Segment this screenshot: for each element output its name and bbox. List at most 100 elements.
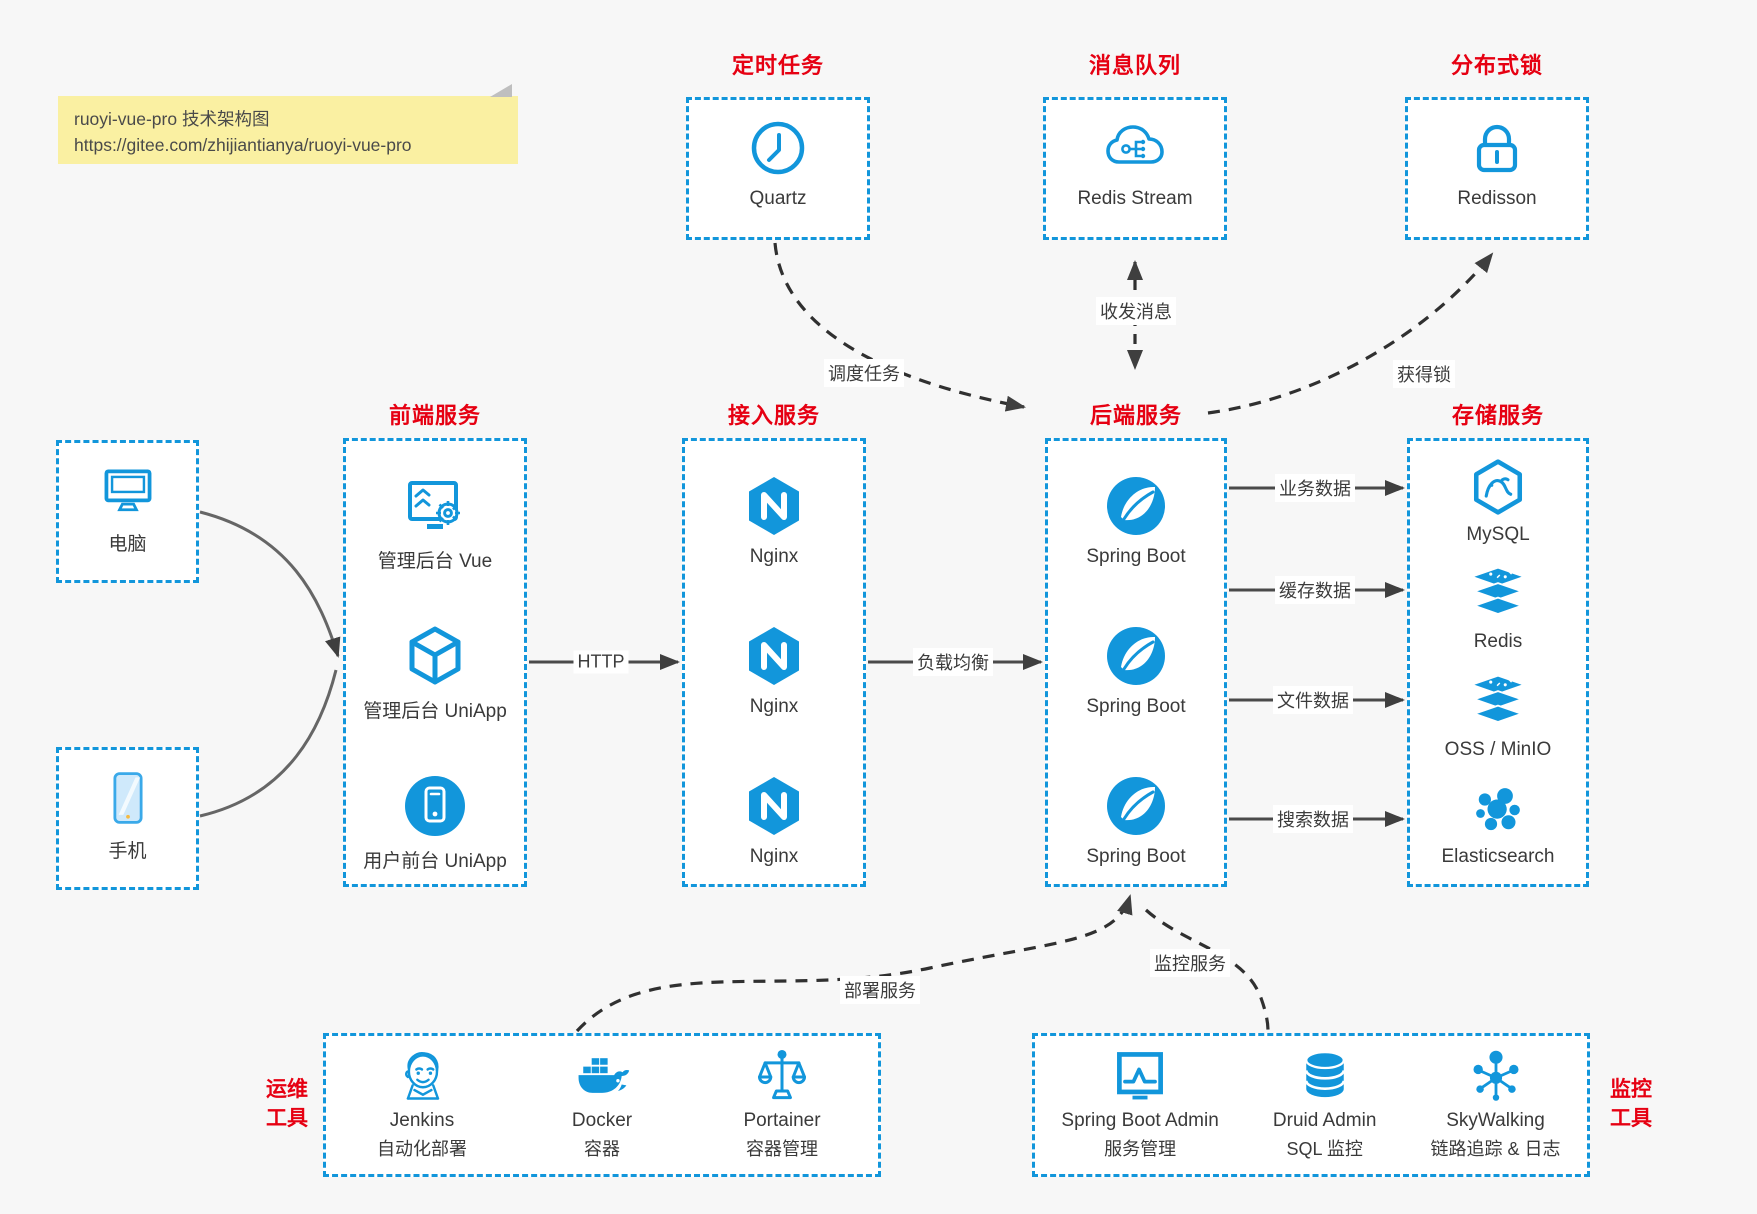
node-skywalking: SkyWalking 链路追踪 & 日志	[1431, 1046, 1561, 1161]
admin-dashboard-icon	[403, 474, 467, 538]
node-druid-admin: Druid Admin SQL 监控	[1260, 1046, 1390, 1161]
scales-icon	[752, 1046, 812, 1106]
elasticsearch-icon	[1470, 782, 1526, 838]
node-admin-vue: 管理后台 Vue	[346, 474, 524, 573]
edge-phone-to-frontend	[199, 669, 338, 818]
mobile-app-circle-icon	[403, 774, 467, 838]
node-user-uniapp: 用户前台 UniApp	[346, 774, 524, 873]
note-url: https://gitee.com/zhijiantianya/ruoyi-vu…	[74, 135, 412, 156]
edge-label-search-data: 搜索数据	[1273, 805, 1353, 833]
note-fold-corner	[490, 84, 512, 97]
edge-label-send-receive-msg: 收发消息	[1096, 297, 1176, 325]
redis-stack-icon	[1469, 565, 1527, 623]
edge-label-business-data: 业务数据	[1275, 474, 1355, 502]
tool-name: Portainer	[743, 1110, 821, 1131]
group-title-distributed-lock: 分布式锁	[1450, 53, 1543, 78]
group-title-scheduled-jobs: 定时任务	[731, 53, 824, 78]
nginx-icon	[742, 624, 806, 688]
ops-tools-title-line1: 运维	[266, 1078, 308, 1101]
node-label: 电脑	[108, 534, 147, 555]
note-title: ruoyi-vue-pro 技术架构图	[74, 109, 270, 129]
node-admin-uniapp: 管理后台 UniApp	[346, 624, 524, 723]
edge-label-file-data: 文件数据	[1273, 686, 1353, 714]
node-label: Elasticsearch	[1441, 846, 1555, 867]
node-label: OSS / MinIO	[1444, 739, 1552, 760]
node-label: 手机	[108, 841, 147, 862]
tool-name: Docker	[571, 1110, 633, 1131]
node-mobile-client: 手机	[56, 747, 199, 890]
node-docker: Docker 容器	[537, 1046, 667, 1161]
group-backend: Spring Boot Spring Boot Spring Boot	[1045, 438, 1227, 887]
node-label: 管理后台 UniApp	[363, 701, 507, 722]
group-title-gateway: 接入服务	[727, 403, 820, 428]
tool-desc: 容器管理	[746, 1139, 818, 1159]
node-label: Spring Boot	[1086, 846, 1186, 867]
nginx-icon	[742, 474, 806, 538]
node-nginx-3: Nginx	[685, 774, 863, 868]
node-spring-boot-3: Spring Boot	[1048, 774, 1224, 868]
node-label: Redis	[1473, 631, 1523, 652]
group-title-monitor-tools: 监控 工具	[1600, 1075, 1662, 1133]
spring-boot-icon	[1104, 624, 1168, 688]
tool-desc: 链路追踪 & 日志	[1430, 1139, 1561, 1159]
monitor-tools-title-line1: 监控	[1610, 1078, 1652, 1101]
tool-desc: 服务管理	[1104, 1139, 1177, 1159]
edge-label-http: HTTP	[573, 650, 629, 674]
edge-label-deploy-service: 部署服务	[840, 976, 920, 1004]
tool-name: Spring Boot Admin	[1061, 1110, 1219, 1131]
edge-label-cache-data: 缓存数据	[1275, 576, 1355, 604]
tool-desc: SQL 监控	[1286, 1139, 1363, 1159]
spring-boot-icon	[1104, 774, 1168, 838]
node-spring-boot-1: Spring Boot	[1048, 474, 1224, 568]
group-title-backend: 后端服务	[1089, 403, 1182, 428]
edge-label-load-balance: 负载均衡	[913, 648, 993, 676]
docker-icon	[572, 1046, 632, 1106]
node-label: 用户前台 UniApp	[363, 851, 507, 872]
node-portainer: Portainer 容器管理	[717, 1046, 847, 1161]
node-redis: Redis	[1410, 565, 1586, 653]
edge-desktop-to-frontend	[199, 510, 341, 658]
tool-desc: 容器	[584, 1139, 620, 1159]
node-label: Quartz	[749, 188, 807, 209]
cloud-stream-icon	[1103, 116, 1167, 180]
node-quartz: Quartz	[686, 97, 870, 240]
tool-name: Jenkins	[389, 1110, 455, 1131]
mysql-icon	[1469, 458, 1527, 516]
edge-label-acquire-lock: 获得锁	[1393, 360, 1455, 388]
node-mysql: MySQL	[1410, 458, 1586, 546]
node-label: Redisson	[1457, 188, 1537, 209]
cube-icon	[403, 624, 467, 688]
smartphone-icon	[98, 768, 158, 828]
node-label: Spring Boot	[1086, 696, 1186, 717]
sticky-note: ruoyi-vue-pro 技术架构图 https://gitee.com/zh…	[58, 84, 518, 164]
monitor-tools-title-line2: 工具	[1610, 1107, 1652, 1130]
node-spring-boot-admin: Spring Boot Admin 服务管理	[1061, 1046, 1219, 1161]
node-label: MySQL	[1466, 524, 1530, 545]
node-redis-stream: Redis Stream	[1043, 97, 1227, 240]
node-oss-minio: OSS / MinIO	[1410, 673, 1586, 761]
edge-acquire-lock	[1207, 252, 1494, 415]
tool-desc: 自动化部署	[377, 1139, 467, 1159]
ops-tools-title-line2: 工具	[266, 1107, 308, 1130]
group-title-ops-tools: 运维 工具	[256, 1075, 318, 1133]
group-gateway: Nginx Nginx Nginx	[682, 438, 866, 887]
tool-name: Druid Admin	[1272, 1110, 1377, 1131]
desktop-icon	[98, 461, 158, 521]
group-ops-tools: Jenkins 自动化部署	[323, 1033, 881, 1177]
group-frontend: 管理后台 Vue 管理后台 UniApp 用户前台 UniApp	[343, 438, 527, 887]
database-icon	[1295, 1046, 1355, 1106]
group-title-storage: 存储服务	[1451, 403, 1544, 428]
node-label: Spring Boot	[1086, 546, 1186, 567]
node-label: Nginx	[749, 546, 799, 567]
lock-icon	[1465, 116, 1529, 180]
nginx-icon	[742, 774, 806, 838]
edge-label-schedule-task: 调度任务	[824, 359, 904, 387]
group-monitor-tools: Spring Boot Admin 服务管理 Druid Admin SQL 监…	[1032, 1033, 1590, 1177]
node-label: Redis Stream	[1077, 188, 1193, 209]
node-jenkins: Jenkins 自动化部署	[357, 1046, 487, 1161]
group-storage: MySQL Redis	[1407, 438, 1589, 887]
edge-label-monitor-service: 监控服务	[1150, 949, 1230, 977]
group-title-frontend: 前端服务	[388, 403, 481, 428]
node-nginx-1: Nginx	[685, 474, 863, 568]
